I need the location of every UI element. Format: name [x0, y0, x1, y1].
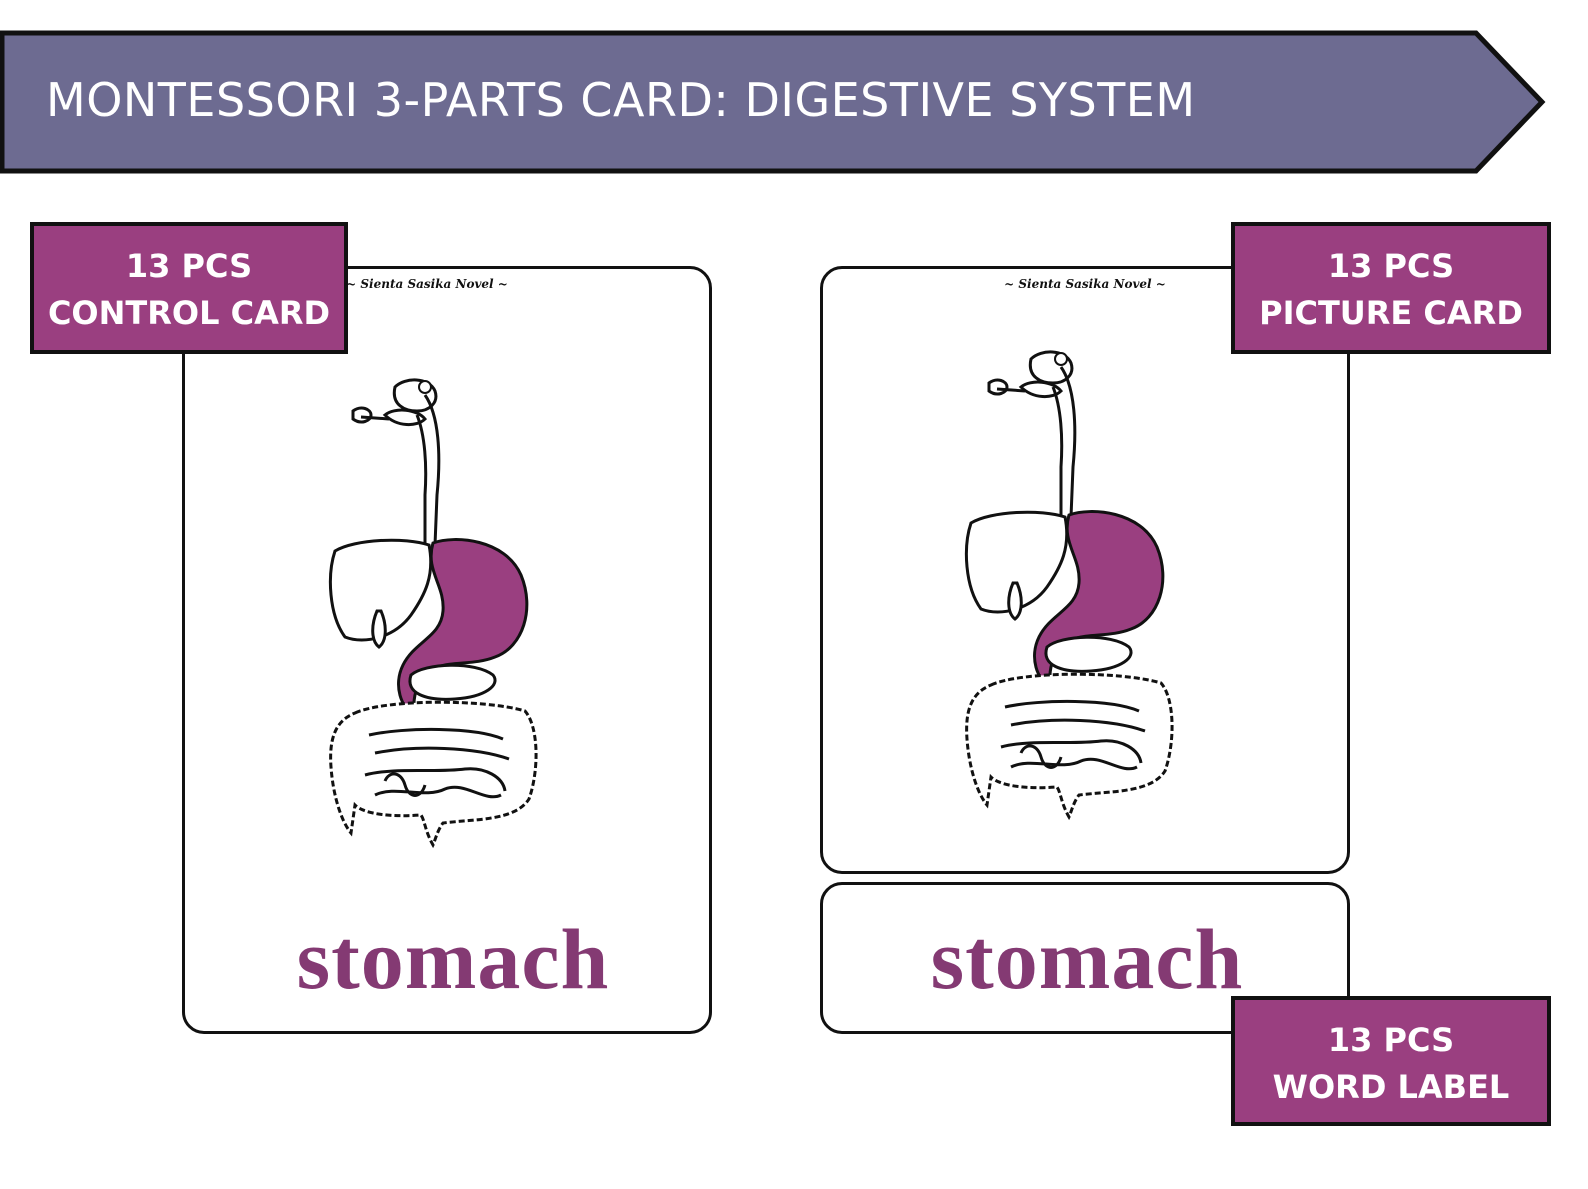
brand-watermark: ~ Sienta Sasika Novel ~ [1004, 277, 1166, 291]
picture-card-badge: 13 PCS PICTURE CARD [1231, 222, 1551, 354]
page-title: MONTESSORI 3-PARTS CARD: DIGESTIVE SYSTE… [46, 73, 1196, 127]
badge-label: WORD LABEL [1272, 1068, 1510, 1106]
digestive-system-illustration [328, 378, 538, 847]
card-word: stomach [930, 911, 1244, 1007]
banner-arrow-shape [0, 30, 1546, 174]
picture-card: ~ Sienta Sasika Novel ~ [820, 266, 1350, 874]
badge-count: 13 PCS [1327, 1021, 1455, 1059]
control-card: ~ Sienta Sasika Novel ~ stomach [182, 266, 712, 1034]
digestive-system-illustration [964, 350, 1174, 819]
badge-label: PICTURE CARD [1259, 294, 1523, 332]
card-word: stomach [296, 911, 610, 1007]
title-banner: MONTESSORI 3-PARTS CARD: DIGESTIVE SYSTE… [0, 30, 1568, 175]
word-label-badge: 13 PCS WORD LABEL [1231, 996, 1551, 1126]
badge-count: 13 PCS [1327, 247, 1455, 285]
brand-watermark: ~ Sienta Sasika Novel ~ [346, 277, 508, 291]
badge-count: 13 PCS [125, 247, 253, 285]
control-card-badge: 13 PCS CONTROL CARD [30, 222, 348, 354]
badge-label: CONTROL CARD [47, 294, 331, 332]
